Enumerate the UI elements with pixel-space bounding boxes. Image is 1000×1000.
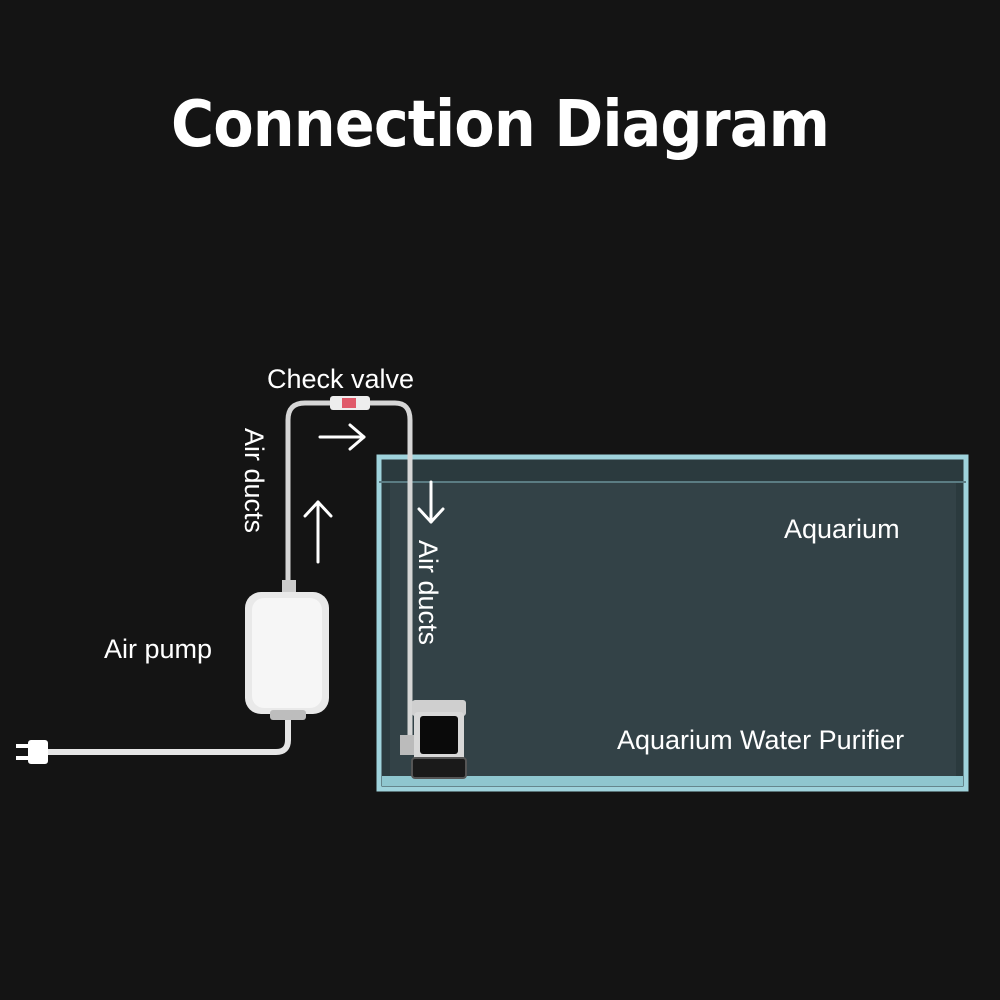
air-ducts-right-label: Air ducts [413,540,443,646]
check-valve-label: Check valve [267,364,415,394]
air-ducts-left-label: Air ducts [239,428,269,534]
arrow-right-icon [318,423,366,451]
purifier-label: Aquarium Water Purifier [617,725,905,755]
arrow-up-icon [303,500,333,564]
air-pump-label: Air pump [104,634,213,664]
air-tube [285,400,413,738]
check-valve-icon [330,396,370,410]
page-title: Connection Diagram [170,88,830,162]
arrow-down-icon [417,480,445,524]
air-pump-icon [245,580,329,720]
plug-icon [16,712,291,764]
water-purifier-icon [400,700,467,779]
aquarium-tank [376,454,969,792]
aquarium-label: Aquarium [784,514,900,544]
